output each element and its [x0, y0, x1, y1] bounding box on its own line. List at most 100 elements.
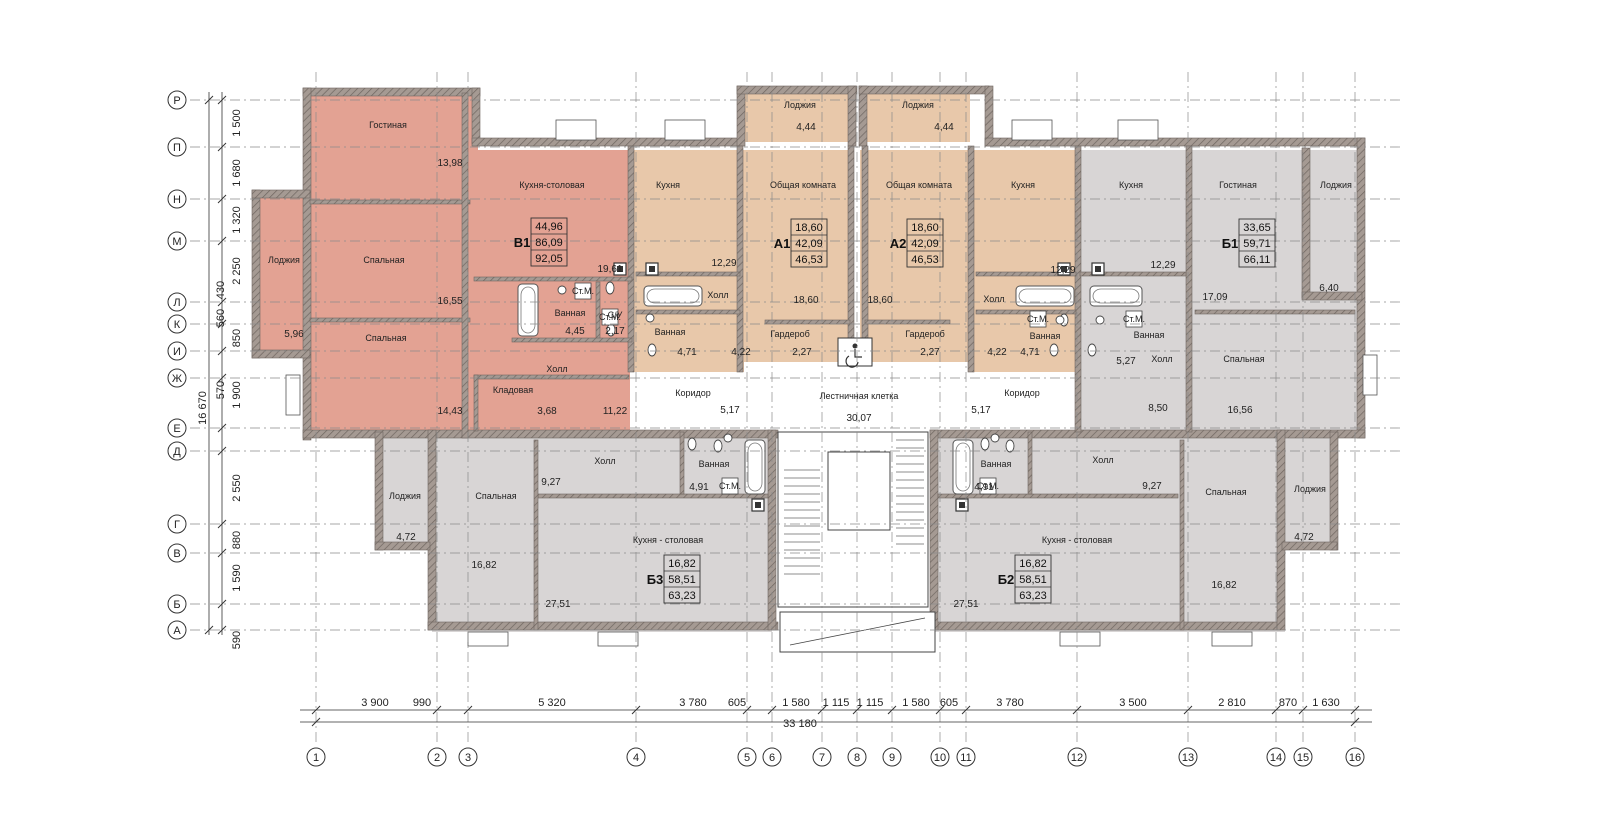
- wall-31: [461, 92, 469, 439]
- wall-12: [302, 429, 779, 439]
- room-fill-6: [860, 150, 970, 362]
- wall-45: [635, 309, 741, 315]
- stair-core: [827, 451, 891, 531]
- dim-tick: [217, 423, 227, 433]
- dim-bottom-value: 990: [413, 697, 431, 709]
- toilet-icon: [1005, 439, 1015, 453]
- dim-tick: [961, 705, 971, 715]
- axis-label: 8: [854, 752, 860, 764]
- axis-label: 10: [934, 752, 946, 764]
- room-area-r07: 2,17: [605, 326, 625, 337]
- room-area-r34: 4,91: [689, 482, 709, 493]
- dim-tick: [217, 373, 227, 383]
- axis-bubble: [167, 543, 187, 563]
- dim-bottom-value: 1 630: [1312, 697, 1340, 709]
- room-area-r40: 4,72: [1294, 532, 1314, 543]
- washing-machine-icon: [574, 282, 592, 300]
- flat-total-area: 86,09: [535, 237, 563, 249]
- axis-bubble: [1067, 747, 1087, 767]
- axis-label: П: [173, 142, 181, 154]
- toilet-icon: [1049, 343, 1059, 357]
- axis-label: Ж: [172, 373, 182, 385]
- room-name-r02: Лоджия: [268, 255, 300, 265]
- room-area-r11: 4,71: [677, 347, 697, 358]
- flat-living-area: 16,82: [668, 558, 696, 570]
- axis-label: Г: [174, 519, 180, 531]
- wall-23: [374, 431, 384, 551]
- window-7: [1211, 631, 1253, 647]
- wall-37: [1074, 145, 1082, 433]
- sink-icon: [1055, 315, 1065, 325]
- wall-40: [473, 374, 630, 380]
- vent-shaft-core: [617, 266, 623, 272]
- room-name-r16: Лоджия: [902, 100, 934, 110]
- room-name-r27: Спальная: [1223, 354, 1264, 364]
- axis-label: 12: [1071, 752, 1083, 764]
- toilet-icon: [1087, 343, 1097, 357]
- dim-tick: [767, 705, 777, 715]
- dim-bottom-value: 1 115: [857, 697, 884, 709]
- washing-machine-label: Ст.М.: [1123, 314, 1145, 324]
- axis-bubble: [167, 441, 187, 461]
- dim-left-value: 430: [215, 281, 227, 299]
- flat-code: Б3: [647, 572, 664, 587]
- room-area-r24: 6,40: [1319, 283, 1339, 294]
- room-fill-1: [258, 195, 310, 350]
- wall-1: [302, 87, 312, 441]
- dim-tick: [204, 95, 214, 105]
- room-name-r34: Ванная: [699, 459, 730, 469]
- room-name-r23: Гостиная: [1219, 180, 1257, 190]
- dim-tick: [217, 95, 227, 105]
- axis-label: Е: [173, 423, 180, 435]
- wall-41: [473, 374, 479, 432]
- room-area-r03: 16,55: [437, 296, 462, 307]
- toilet-icon: [713, 439, 723, 453]
- window-3: [1117, 119, 1159, 141]
- dim-tick: [217, 142, 227, 152]
- flat-living-area: 44,96: [535, 221, 563, 233]
- wall-4: [736, 85, 746, 147]
- window-6: [1059, 631, 1101, 647]
- wall-16: [251, 349, 311, 359]
- washing-machine-label: Ст.М.: [572, 286, 594, 296]
- flat-code: А2: [890, 236, 907, 251]
- dim-tick: [217, 194, 227, 204]
- fixtures: Ст.М.Ст.М.Ст.М.Ст.М.Ст.М.Ст.М.: [517, 262, 1145, 653]
- dim-left-value: 880: [231, 531, 243, 549]
- room-fill-11: [1305, 150, 1362, 300]
- dim-tick: [1072, 705, 1082, 715]
- axis-bubble: [882, 747, 902, 767]
- walls: [251, 85, 1378, 647]
- axis-label: 1: [313, 752, 319, 764]
- flat-total-area: 58,51: [668, 574, 696, 586]
- wall-7: [858, 85, 868, 147]
- wall-52: [537, 493, 769, 499]
- room-name-r39: Спальная: [1205, 487, 1246, 497]
- dim-left-value: 2 250: [231, 257, 243, 285]
- room-name-r13: Лоджия: [784, 100, 816, 110]
- dim-tick: [817, 705, 827, 715]
- room-area-r09: 11,22: [603, 406, 628, 417]
- room-area-r33: 9,27: [541, 477, 561, 488]
- dim-left-value: 590: [231, 631, 243, 649]
- room-area-r27: 16,56: [1227, 405, 1252, 416]
- room-name-r25: Ванная: [1134, 330, 1165, 340]
- axis-label: 13: [1182, 752, 1194, 764]
- axis-bubble: [167, 368, 187, 388]
- wall-38: [1185, 145, 1193, 433]
- washing-machine-icon: [1029, 310, 1047, 328]
- axis-label: 6: [769, 752, 775, 764]
- room-name-r09: Холл: [546, 364, 567, 374]
- dim-total-height: 16 670: [197, 391, 209, 425]
- window-9: [1362, 354, 1378, 396]
- room-area-r08: 3,68: [537, 406, 557, 417]
- dim-tick: [432, 705, 442, 715]
- flat-area-with-loggia: 63,23: [1019, 590, 1047, 602]
- room-fill-0: [307, 93, 478, 438]
- axis-label: Р: [173, 95, 180, 107]
- room-name-r35: Кухня - столовая: [633, 535, 703, 545]
- room-name-r36: Ванная: [981, 459, 1012, 469]
- axis-label: 5: [744, 752, 750, 764]
- room-area-r22: 12,29: [1150, 260, 1175, 271]
- dim-tick: [935, 705, 945, 715]
